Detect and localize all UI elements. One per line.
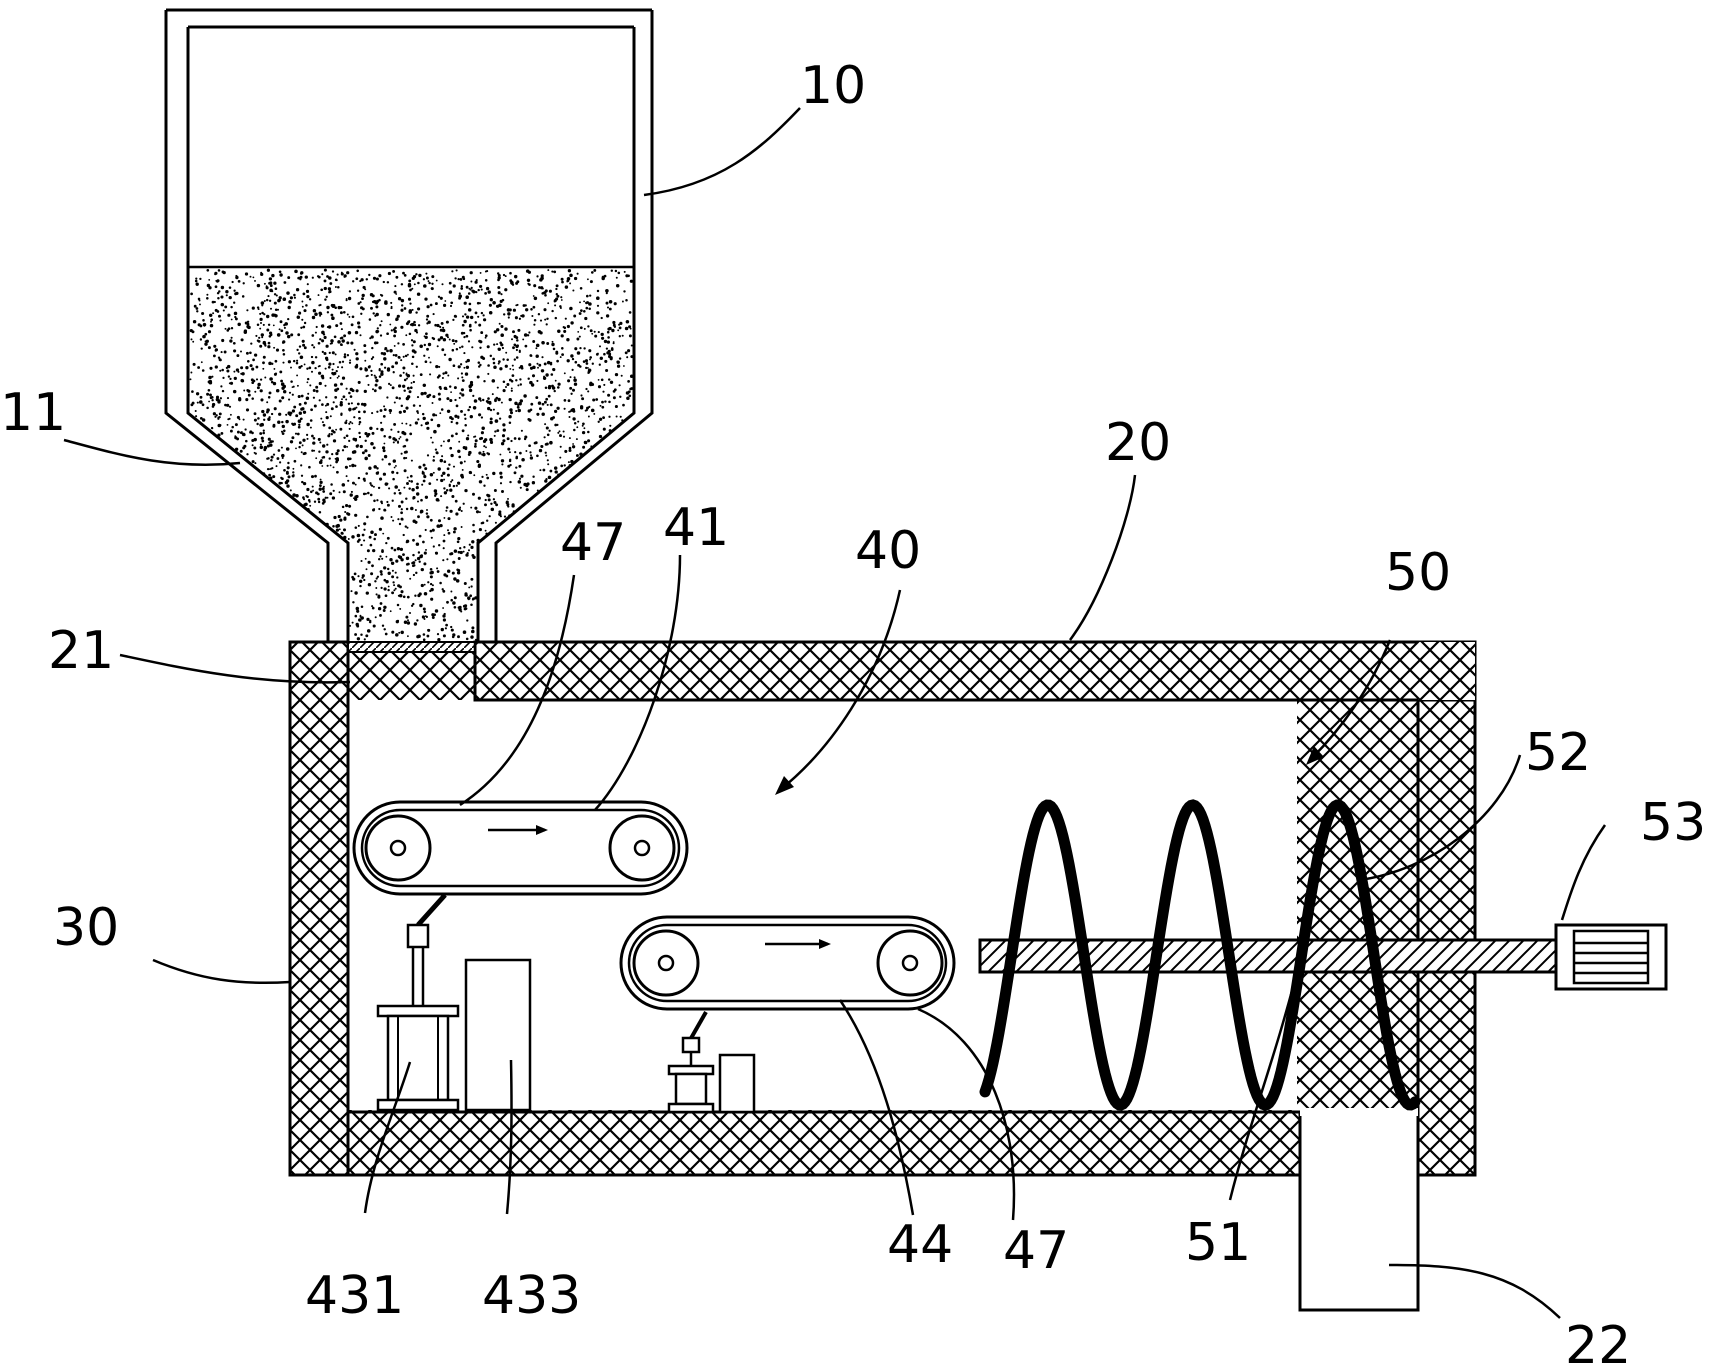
label-51: 51	[1185, 1213, 1251, 1273]
label-53: 53	[1640, 793, 1706, 853]
screw-conveyor	[978, 799, 1668, 1111]
label-22: 22	[1565, 1316, 1631, 1367]
hopper-inner-wall	[186, 25, 636, 642]
upper-collection-box	[464, 958, 532, 1112]
arrow-right-icon	[536, 825, 548, 835]
arrow-icon	[1306, 746, 1324, 765]
lower-conveyor	[619, 915, 956, 1011]
leader-lines	[63, 107, 1607, 1319]
label-21: 21	[48, 621, 114, 681]
screw-shaft	[978, 938, 1562, 974]
upper-actuator	[376, 893, 460, 1112]
granular-material	[188, 267, 634, 642]
top-wall	[473, 640, 1477, 702]
lower-actuator	[667, 1011, 715, 1114]
inlet-plate	[347, 641, 476, 653]
right-wall	[1416, 698, 1477, 1177]
left-wall	[288, 640, 350, 1177]
label-433: 433	[482, 1266, 581, 1326]
arrow-right-icon	[819, 939, 831, 949]
label-41: 41	[663, 498, 729, 558]
label-11: 11	[0, 383, 66, 443]
label-10: 10	[800, 56, 866, 116]
material-stipple	[189, 268, 634, 642]
upper-conveyor	[352, 800, 689, 896]
label-20: 20	[1105, 413, 1171, 473]
label-30: 30	[53, 898, 119, 958]
label-431: 431	[305, 1266, 404, 1326]
label-47-upper: 47	[560, 513, 626, 573]
label-40: 40	[855, 521, 921, 581]
bottom-wall	[346, 1110, 1302, 1177]
label-50: 50	[1385, 543, 1451, 603]
hopper	[164, 8, 654, 642]
arrow-icon	[775, 776, 794, 795]
screw-helix	[979, 799, 1421, 1111]
label-47-lower: 47	[1003, 1221, 1069, 1281]
hopper-outer-wall	[164, 8, 654, 642]
label-52: 52	[1525, 723, 1591, 783]
outlet-chute	[1298, 1110, 1420, 1312]
label-44: 44	[887, 1215, 953, 1275]
reference-labels: 10 11 20 21 22 30 40 41 44 47 47 50 51 5…	[0, 56, 1706, 1367]
housing	[288, 640, 1477, 1177]
lower-collection-box	[718, 1053, 756, 1114]
